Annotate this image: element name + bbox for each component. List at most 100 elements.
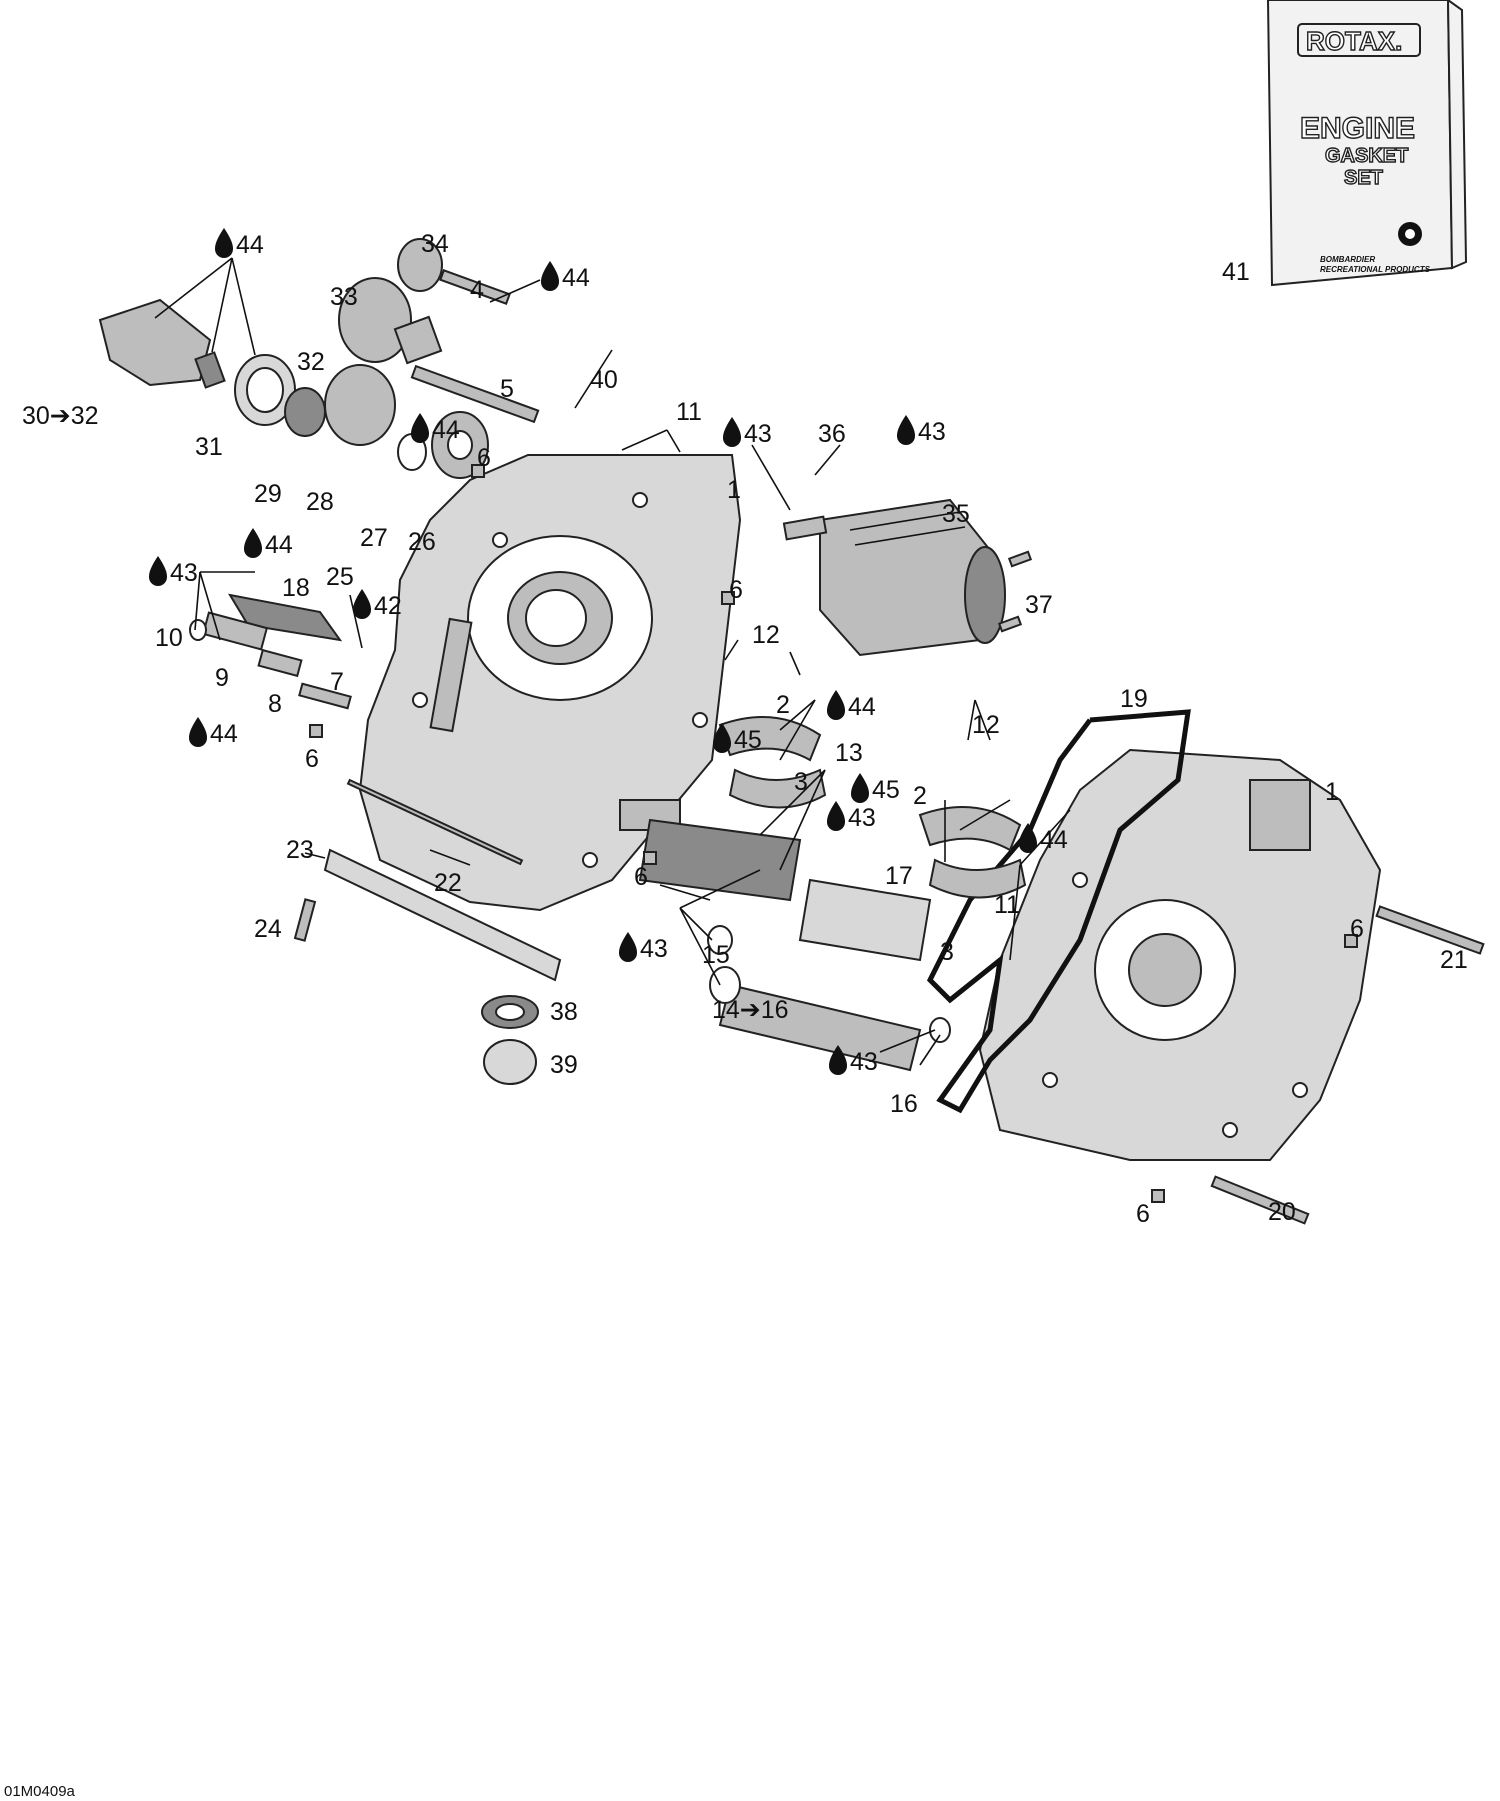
oil-drop-icon [723,417,741,447]
bolts-and-dowels [309,464,1485,1225]
callout-number: 29 [254,480,282,508]
kit-maker2: RECREATIONAL PRODUCTS [1320,265,1431,274]
callout-number: 33 [330,283,358,311]
callout-number: 20 [1268,1198,1296,1226]
callout-c43f: 43 [829,1045,878,1076]
callout-number: 9 [215,664,229,692]
callout-number: 10 [155,624,183,652]
callout-number: 19 [1120,685,1148,713]
callout-number: 38 [550,998,578,1026]
callout-c27: 27 [360,524,388,552]
callout-number: 6 [477,444,491,472]
callout-c14: 14➔16 [712,996,789,1024]
kit-brand: ROTAX. [1306,26,1402,56]
pressure-relief-parts [189,593,352,710]
callout-c38: 38 [550,998,578,1026]
callout-c24: 24 [254,915,282,943]
callout-c9: 9 [215,664,229,692]
callout-number: 5 [500,375,514,403]
callout-number: 3 [794,768,808,796]
oil-drop-icon [619,932,637,962]
oil-drop-icon [827,690,845,720]
oil-drop-icon [713,723,731,753]
callout-c43d: 43 [827,801,876,832]
callout-number: 43 [744,420,772,448]
callout-c39: 39 [550,1051,578,1079]
oil-drop-icon [851,773,869,803]
callout-c43a: 43 [723,417,772,448]
kit-line3: SET [1344,167,1383,189]
callout-number: 14➔16 [712,996,789,1024]
callout-c10: 10 [155,624,183,652]
oil-strainer-assembly [638,818,951,1072]
callout-number: 6 [1350,915,1364,943]
callout-number: 31 [195,433,223,461]
callout-c3b: 3 [940,938,954,966]
callout-c34: 34 [421,230,449,258]
callout-number: 3 [940,938,954,966]
callout-c16: 16 [890,1090,918,1118]
callout-c18: 18 [282,574,310,602]
kit-maker1: BOMBARDIER [1320,255,1375,264]
callout-number: 1 [1325,778,1339,806]
callout-number: 30➔32 [22,402,99,430]
callout-number: 45 [734,726,762,754]
callout-c23: 23 [286,836,314,864]
crankcase-left [358,454,742,912]
callout-c22: 22 [434,869,462,897]
callout-c33: 33 [330,283,358,311]
callout-c44f: 44 [189,717,238,748]
callout-c17: 17 [885,862,913,890]
callout-number: 44 [562,264,590,292]
callout-number: 44 [236,231,264,259]
sump-cover-parts [293,778,562,1085]
callout-c43e: 43 [619,932,668,963]
callout-number: 28 [306,488,334,516]
callout-c44d: 44 [244,528,293,559]
callout-number: 11 [994,891,1020,919]
callout-number: 12 [972,711,1000,739]
callout-number: 1 [727,476,741,504]
callout-c6b: 6 [729,576,743,604]
callout-c43c: 43 [149,556,198,587]
callout-number: 45 [872,776,900,804]
callout-c12a: 12 [752,621,780,649]
callout-number: 36 [818,420,846,448]
callout-number: 27 [360,524,388,552]
oil-drop-icon [215,228,233,258]
callout-number: 42 [374,592,402,620]
leader-lines [154,257,1071,1066]
callout-number: 44 [848,693,876,721]
callout-number: 34 [421,230,449,258]
callout-c44b: 44 [541,261,590,292]
callout-c43b: 43 [897,415,946,446]
oil-drop-icon [149,556,167,586]
callout-number: 25 [326,563,354,591]
callout-c1b: 1 [1325,778,1339,806]
callout-c6f: 6 [1136,1200,1150,1228]
oil-drop-icon [827,801,845,831]
callout-number: 22 [434,869,462,897]
callout-c6a: 6 [477,444,491,472]
callout-c31: 31 [195,433,223,461]
callout-c42: 42 [353,589,402,620]
oil-drop-icon [353,589,371,619]
callout-number: 18 [282,574,310,602]
callout-c26: 26 [408,528,436,556]
callout-c41: 41 [1222,258,1250,286]
crankcase-right [978,748,1382,1161]
callout-number: 15 [702,941,730,969]
callout-c2b: 2 [913,782,927,810]
callout-c44c: 44 [411,413,460,444]
callout-number: 2 [776,691,790,719]
callout-number: 4 [470,276,484,304]
oil-drop-icon [829,1045,847,1075]
callout-number: 43 [170,559,198,587]
callout-number: 44 [432,416,460,444]
starter-drive-gears [98,238,540,479]
callout-number: 17 [885,862,913,890]
kit-line2: GASKET [1325,145,1408,167]
callout-number: 6 [634,863,648,891]
gasket-set-package: ROTAX. ENGINE GASKET SET BOMBARDIER RECR… [1266,0,1468,287]
